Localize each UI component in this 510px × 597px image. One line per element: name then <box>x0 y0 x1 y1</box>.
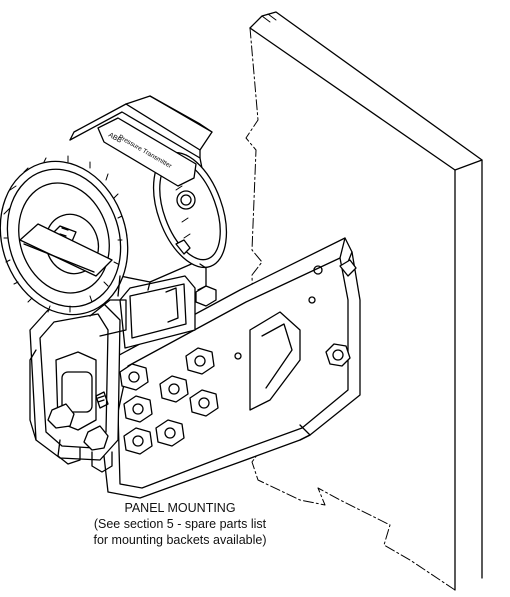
wall-panel <box>245 11 483 591</box>
sensor-neck <box>89 275 196 349</box>
caption-title: PANEL MOUNTING <box>124 501 236 515</box>
process-flange <box>29 285 219 473</box>
caption-line-2: (See section 5 - spare parts list <box>93 517 267 531</box>
front-cover <box>0 155 129 316</box>
caption: PANEL MOUNTING (See section 5 - spare pa… <box>40 500 320 548</box>
connectors <box>117 263 207 297</box>
electronics-housing: ABB Pressure Transmitter <box>69 95 228 283</box>
caption-line-3: for mounting backets available) <box>93 533 267 547</box>
flange-bolts <box>119 285 219 455</box>
